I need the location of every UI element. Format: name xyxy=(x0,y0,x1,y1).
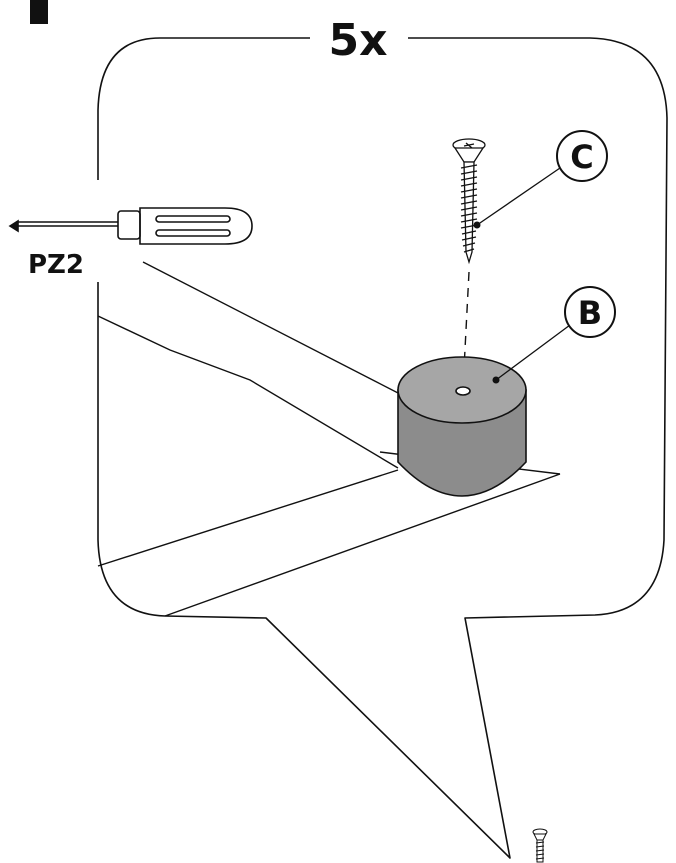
screw-icon xyxy=(452,138,486,265)
board-panel xyxy=(97,261,561,617)
detail-bubble-outline xyxy=(97,37,668,859)
callout-c: C xyxy=(473,130,608,229)
callout-b: B xyxy=(492,286,616,384)
callout-c-label: C xyxy=(570,138,593,176)
furniture-foot-icon xyxy=(397,356,527,497)
tool-label: PZ2 xyxy=(28,250,84,280)
small-screw-icon xyxy=(532,828,548,863)
callout-b-label: B xyxy=(578,294,602,332)
quantity-label: 5x xyxy=(329,15,388,66)
step-marker-icon xyxy=(30,0,48,24)
screwdriver-icon xyxy=(8,207,253,245)
